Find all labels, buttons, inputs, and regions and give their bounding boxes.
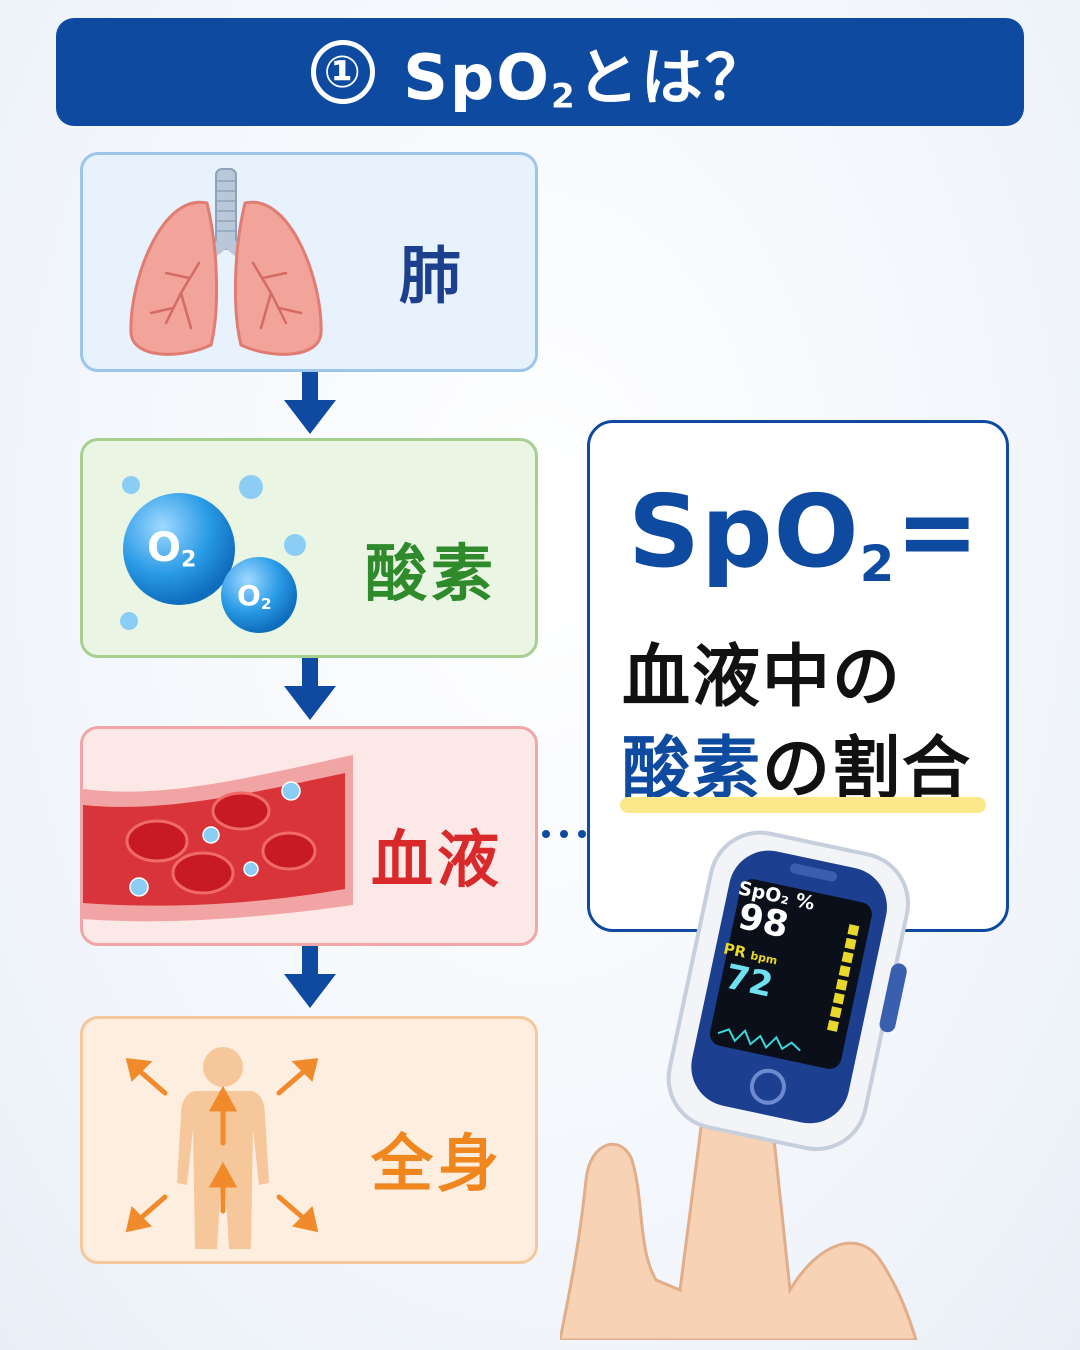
spo2-unit: % — [793, 889, 817, 915]
down-arrow-icon — [284, 372, 336, 434]
down-arrow-icon — [284, 946, 336, 1008]
highlight-underline — [620, 797, 986, 813]
flow-step-blood: 血液 — [80, 726, 538, 946]
o2-large-label: O2 — [147, 525, 196, 573]
lungs-icon — [129, 168, 323, 356]
oxygen-molecules-icon — [120, 475, 306, 633]
definition-card: SpO2= 血液中の 酸素の割合 — [587, 420, 1009, 932]
blood-vessel-icon — [83, 755, 353, 922]
def-equals: = — [895, 473, 981, 590]
def-highlight: 酸素 — [622, 730, 763, 809]
flow-step-oxygen: O2 O2 酸素 — [80, 438, 538, 658]
blood-label: 血液 — [371, 823, 504, 896]
definition-line-2: 酸素の割合 — [622, 713, 972, 812]
title-question: とは？ — [576, 41, 769, 114]
def-rest: の割合 — [762, 730, 973, 809]
o2-large-o: O — [147, 525, 182, 571]
def-subscript: 2 — [859, 535, 896, 593]
o2-large-sub: 2 — [181, 547, 197, 573]
step-number: ① — [311, 40, 376, 104]
flow-step-lung: 肺 — [80, 152, 538, 372]
title-subscript: 2 — [551, 76, 577, 117]
definition-formula: SpO2= — [628, 473, 980, 593]
down-arrow-icon — [284, 658, 336, 720]
title-text: SpO2とは？ — [403, 27, 768, 117]
def-spo: SpO — [628, 473, 860, 590]
title-banner: ① SpO2とは？ — [56, 18, 1024, 126]
definition-line-1: 血液中の — [622, 638, 903, 717]
pulse-oximeter-illustration — [560, 830, 918, 1340]
o2-small-label: O2 — [237, 579, 272, 613]
o2-small-o: O — [237, 579, 261, 612]
o2-small-sub: 2 — [260, 594, 272, 613]
flow-step-body: 全身 — [80, 1016, 538, 1264]
pr-value: 72 — [721, 956, 777, 1006]
title-spo: SpO — [403, 41, 551, 114]
lung-label: 肺 — [399, 239, 466, 312]
body-label: 全身 — [371, 1127, 504, 1200]
human-body-icon — [125, 1047, 319, 1249]
oxygen-label: 酸素 — [365, 537, 498, 610]
connector-dots — [542, 830, 586, 838]
